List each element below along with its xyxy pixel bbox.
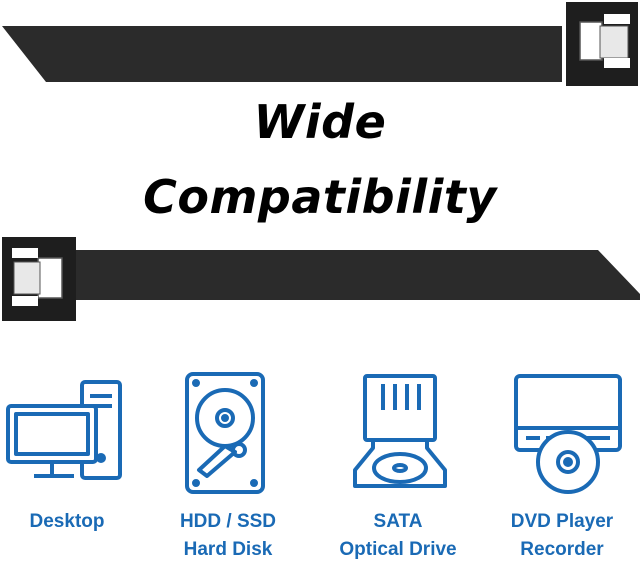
caption-hdd-line2: Hard Disk [183, 539, 273, 560]
top-cable [2, 2, 638, 86]
caption-desktop: Desktop [0, 508, 152, 536]
caption-dvd-line2: Recorder [520, 539, 604, 560]
caption-dvd: DVD Player Recorder [477, 508, 640, 564]
caption-hdd-line1: HDD / SSD [179, 511, 277, 532]
caption-desktop-line1: Desktop [29, 511, 105, 532]
caption-optical-line1: SATA [373, 511, 423, 532]
caption-optical: SATA Optical Drive [313, 508, 483, 564]
caption-hdd: HDD / SSD Hard Disk [143, 508, 313, 564]
optical-drive-icon [343, 366, 463, 496]
headline-line-2: Compatibility [143, 170, 497, 224]
dvd-player-icon [510, 366, 630, 496]
caption-dvd-line1: DVD Player [510, 511, 614, 532]
desktop-computer-icon [4, 366, 124, 496]
headline-line-1: Wide [253, 95, 387, 149]
bottom-cable [2, 237, 640, 321]
hard-disk-icon [177, 366, 297, 496]
caption-optical-line2: Optical Drive [339, 539, 457, 560]
